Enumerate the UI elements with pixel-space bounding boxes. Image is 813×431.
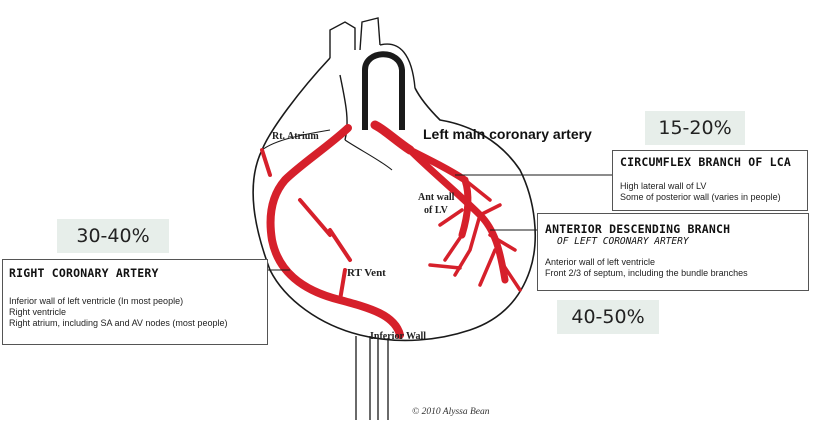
percent-anterior: 40-50%	[557, 300, 659, 334]
atrium-outline	[261, 129, 393, 171]
aorta	[329, 17, 416, 141]
box-right-title: RIGHT CORONARY ARTERY	[9, 266, 159, 280]
label-inferior-wall: Inferior Wall	[370, 331, 427, 342]
box-anterior-descending: ANTERIOR DESCENDING BRANCH OF LEFT CORON…	[537, 213, 809, 291]
box-circumflex-title: CIRCUMFLEX BRANCH OF LCA	[620, 155, 791, 169]
label-left-main-coronary-artery: Left main coronary artery	[423, 126, 592, 142]
box-anterior-line: Front 2/3 of septum, including the bundl…	[545, 268, 748, 278]
box-right-line: Right ventricle	[9, 307, 67, 317]
box-anterior-subtitle: OF LEFT CORONARY ARTERY	[557, 236, 689, 247]
box-anterior-line: Anterior wall of left ventricle	[545, 257, 656, 267]
anterior-sub-branches	[428, 203, 522, 292]
percent-right: 30-40%	[57, 219, 169, 253]
label-rt-vent: RT Vent	[347, 267, 386, 279]
box-anterior-title: ANTERIOR DESCENDING BRANCH	[545, 222, 731, 236]
label-ant-wall-line1: Ant wall	[418, 192, 455, 203]
box-circumflex: CIRCUMFLEX BRANCH OF LCA High lateral wa…	[612, 150, 808, 211]
copyright-text: © 2010 Alyssa Bean	[412, 407, 490, 417]
percent-circumflex: 15-20%	[645, 111, 745, 145]
inferior-vena-cava	[355, 336, 389, 420]
box-right-coronary: RIGHT CORONARY ARTERY Inferior wall of l…	[2, 259, 268, 345]
box-circumflex-line: High lateral wall of LV	[620, 181, 707, 191]
box-circumflex-line: Some of posterior wall (varies in people…	[620, 192, 781, 202]
heart-outline	[252, 57, 536, 342]
right-coronary-branch-1	[260, 148, 352, 302]
circumflex-sub-branches	[438, 178, 492, 262]
left-main-artery	[370, 120, 415, 155]
box-right-line: Right atrium, including SA and AV nodes …	[9, 318, 228, 328]
box-right-line: Inferior wall of left ventricle (In most…	[9, 296, 184, 306]
label-ant-wall-line2: of LV	[424, 205, 448, 216]
right-coronary-artery	[266, 124, 404, 339]
label-rt-atrium: Rt. Atrium	[272, 131, 319, 142]
aortic-arch-inner	[362, 51, 405, 130]
